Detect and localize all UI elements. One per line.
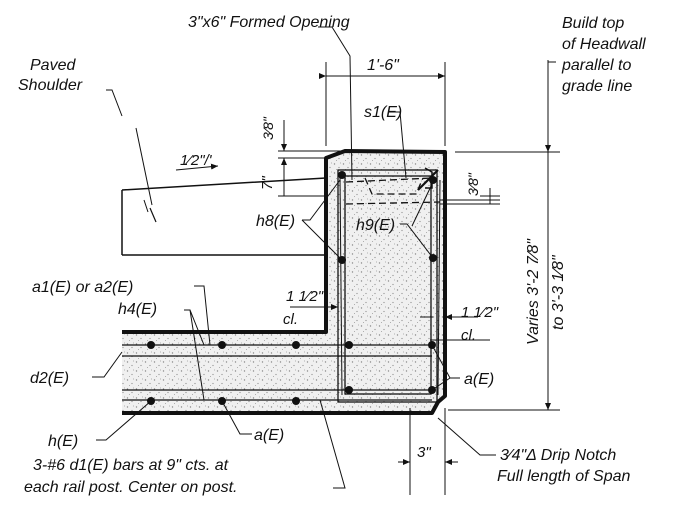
slab-rebar bbox=[122, 169, 441, 403]
label-a-bottom: a(E) bbox=[254, 427, 284, 444]
label-h: h(E) bbox=[48, 433, 78, 450]
dim-width-top bbox=[319, 62, 446, 146]
shoulder-leader bbox=[149, 207, 157, 223]
label-clear-right: 1 1⁄2" bbox=[461, 304, 499, 321]
paved-shoulder bbox=[121, 177, 327, 256]
label-paved: Paved bbox=[30, 57, 76, 74]
label-slope: 1⁄2"/' bbox=[180, 152, 213, 169]
dim-3in bbox=[398, 408, 458, 495]
label-varies-1: Varies 3'-2 7⁄8" bbox=[525, 238, 542, 345]
label-build-4: grade line bbox=[562, 78, 632, 95]
label-a-right: a(E) bbox=[464, 371, 494, 388]
slope-arrow bbox=[175, 163, 219, 171]
label-build-2: of Headwall bbox=[562, 36, 646, 53]
label-formed-opening: 3"x6" Formed Opening bbox=[188, 14, 350, 31]
diagonal-bar bbox=[417, 169, 439, 191]
label-drip-1: 3⁄4"Δ Drip Notch bbox=[500, 447, 616, 464]
label-build-1: Build top bbox=[562, 15, 624, 32]
label-seven-in: 7" bbox=[259, 176, 276, 190]
label-width-top: 1'-6" bbox=[367, 57, 400, 74]
label-shoulder: Shoulder bbox=[18, 77, 83, 94]
label-bars-2: each rail post. Center on post. bbox=[24, 479, 237, 496]
top-rebar-dashed bbox=[345, 177, 441, 205]
label-h4: h4(E) bbox=[118, 301, 157, 318]
label-three-eighths-top: 3⁄8" bbox=[260, 116, 276, 140]
label-d2: d2(E) bbox=[30, 370, 69, 387]
section-outline bbox=[122, 149, 447, 415]
dim-clear bbox=[290, 304, 490, 341]
label-varies-2: to 3'-3 1⁄8" bbox=[550, 254, 567, 330]
label-three-in: 3" bbox=[417, 444, 431, 461]
dim-left-top bbox=[278, 120, 345, 197]
label-h8: h8(E) bbox=[256, 213, 295, 230]
label-h9: h9(E) bbox=[356, 217, 395, 234]
label-cl-left: cl. bbox=[283, 311, 298, 328]
label-a1-or-a2: a1(E) or a2(E) bbox=[32, 279, 133, 296]
label-three-eighths-right: 3⁄8" bbox=[465, 172, 481, 196]
label-drip-2: Full length of Span bbox=[497, 468, 631, 485]
concrete-section bbox=[122, 151, 445, 413]
paved-leader bbox=[106, 89, 123, 117]
dim-right bbox=[440, 60, 560, 411]
label-cl-right: cl. bbox=[461, 327, 476, 344]
label-bars-1: 3-#6 d1(E) bars at 9" cts. at bbox=[33, 457, 229, 474]
s1-bar bbox=[364, 177, 424, 195]
label-s1: s1(E) bbox=[364, 104, 402, 121]
paved-shoulder-break bbox=[135, 127, 153, 213]
formed-opening-leader bbox=[318, 26, 353, 181]
label-build-3: parallel to bbox=[561, 57, 631, 74]
label-clear-left: 1 1⁄2" bbox=[286, 288, 324, 305]
leaders bbox=[92, 111, 496, 489]
